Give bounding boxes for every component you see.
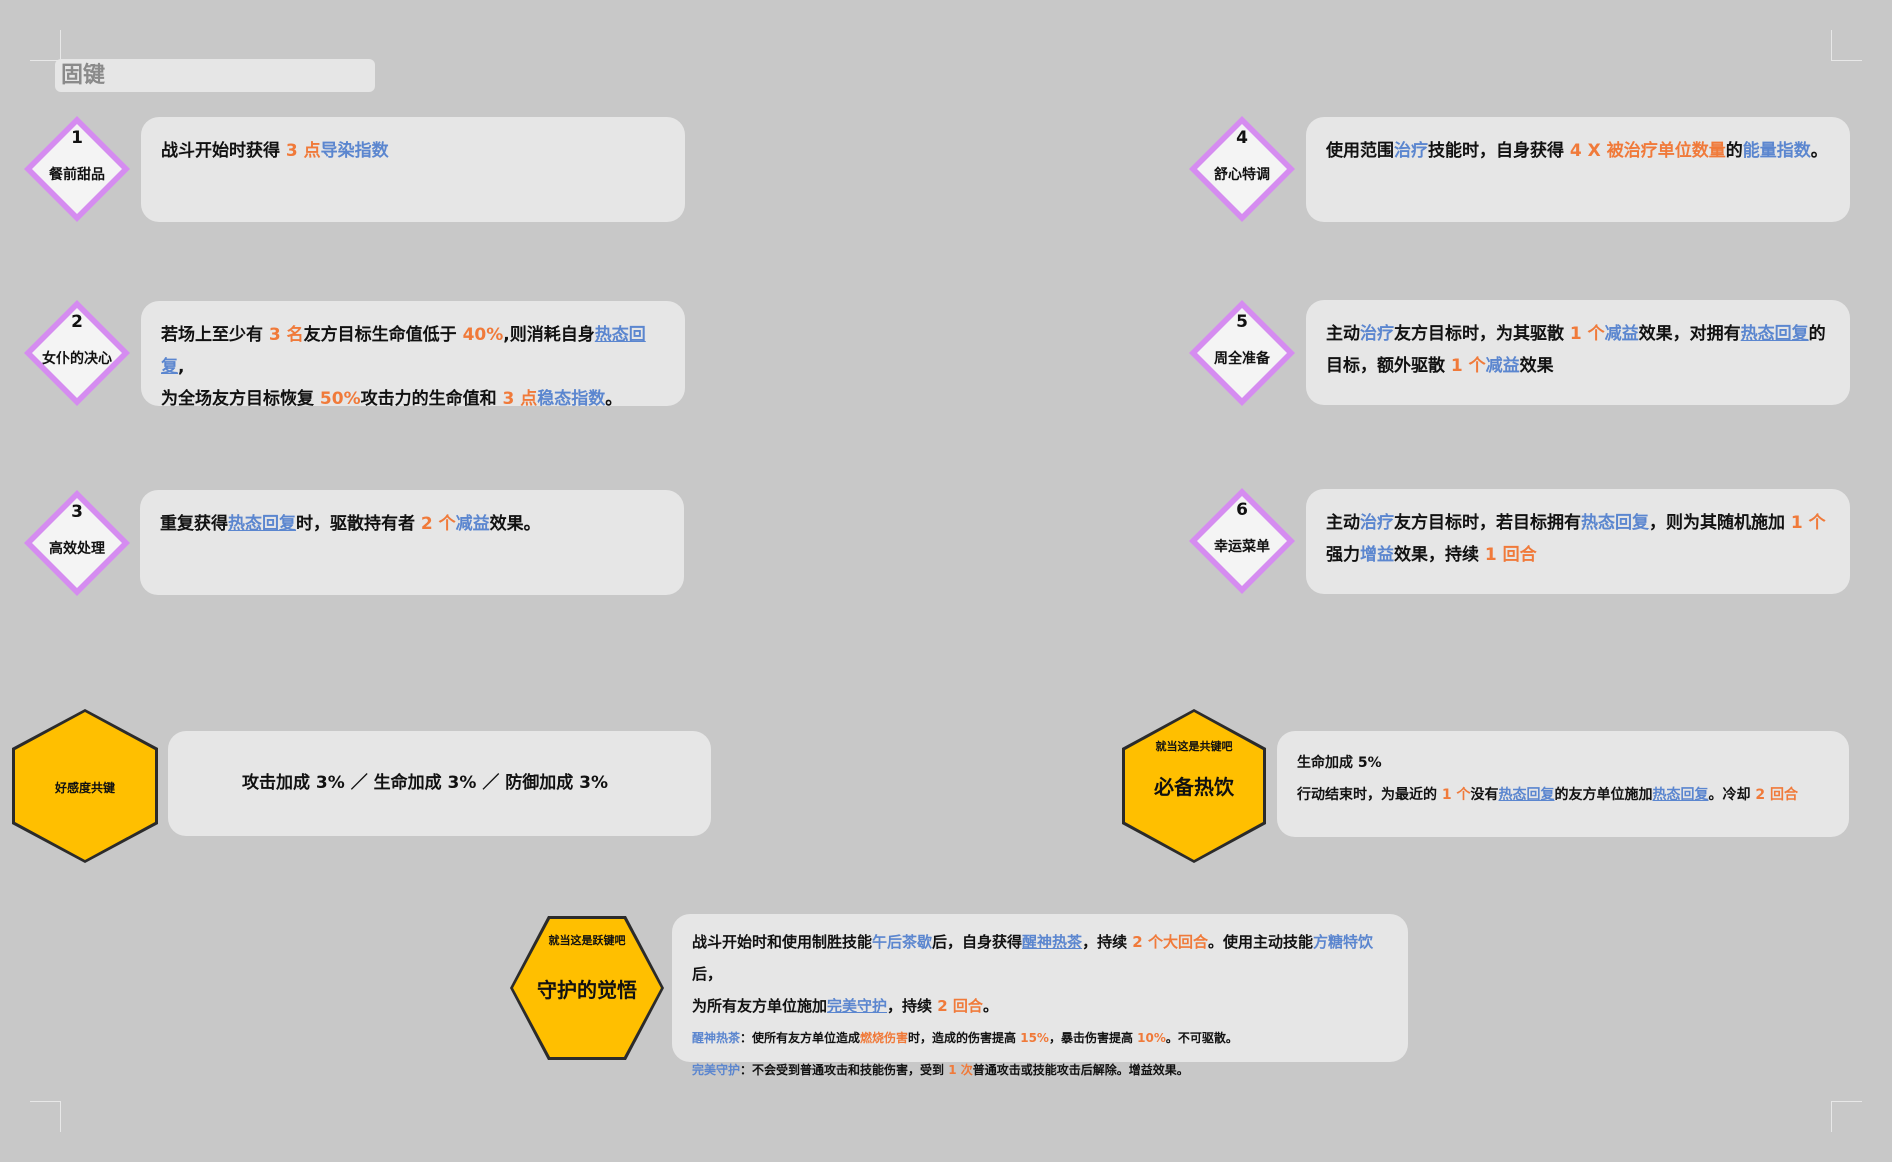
diamond-icon	[1189, 488, 1295, 594]
page-title: 固键	[55, 59, 375, 92]
hexagon-label: 好感度共键	[54, 781, 115, 795]
node-number: 5	[1236, 312, 1248, 332]
node-name: 舒心特调	[1214, 167, 1270, 183]
node-6: 6 幸运菜单	[1187, 486, 1297, 596]
drink-card: 生命加成 5% 行动结束时，为最近的 1 个没有热态回复的友方单位施加热态回复。…	[1277, 731, 1849, 837]
node-name: 幸运菜单	[1214, 539, 1270, 555]
hexagon-icon	[1122, 709, 1266, 863]
node-name: 周全准备	[1214, 351, 1270, 367]
node-4-description: 使用范围治疗技能时，自身获得 4 X 被治疗单位数量的能量指数。	[1306, 117, 1850, 222]
node-2-description: 若场上至少有 3 名友方目标生命值低于 40%,则消耗自身热态回复, 为全场友方…	[141, 301, 685, 409]
crop-mark	[1831, 30, 1862, 61]
guard-hexagon: 就当这是跃键吧 守护的觉悟	[508, 914, 666, 1062]
node-3-description: 重复获得热态回复时，驱散持有者 2 个减益效果。	[140, 490, 684, 595]
drink-hexagon: 就当这是共键吧 必备热饮	[1120, 707, 1268, 865]
hexagon-icon	[510, 916, 664, 1060]
crop-mark	[1831, 1101, 1862, 1132]
node-5-description: 主动治疗友方目标时，为其驱散 1 个减益效果，对拥有热态回复的 目标，额外驱散 …	[1306, 300, 1850, 405]
node-4: 4 舒心特调	[1187, 114, 1297, 224]
diamond-icon	[24, 490, 130, 596]
node-number: 6	[1236, 500, 1248, 520]
diamond-icon	[1189, 300, 1295, 406]
node-6-description: 主动治疗友方目标时，若目标拥有热态回复，则为其随机施加 1 个 强力增益效果，持…	[1306, 489, 1850, 594]
node-name: 高效处理	[49, 541, 105, 557]
hexagon-title: 必备热饮	[1154, 775, 1234, 799]
hexagon-subtitle: 就当这是跃键吧	[548, 934, 626, 947]
node-name: 女仆的决心	[42, 351, 112, 367]
node-number: 3	[71, 502, 83, 522]
node-1: 1 餐前甜品	[22, 114, 132, 224]
node-number: 4	[1236, 128, 1248, 148]
hexagon-icon	[12, 709, 158, 863]
affection-bonus-card: 攻击加成 3% ／ 生命加成 3% ／ 防御加成 3%	[168, 731, 711, 836]
diamond-icon	[24, 116, 130, 222]
node-2: 2 女仆的决心	[22, 298, 132, 408]
hexagon-subtitle: 就当这是共键吧	[1155, 740, 1233, 753]
node-3: 3 高效处理	[22, 488, 132, 598]
node-number: 1	[71, 128, 83, 148]
diamond-icon	[24, 300, 130, 406]
diamond-icon	[1189, 116, 1295, 222]
crop-mark	[30, 1101, 61, 1132]
node-5: 5 周全准备	[1187, 298, 1297, 408]
guard-card: 战斗开始时和使用制胜技能午后茶歇后，自身获得醒神热茶，持续 2 个大回合。使用主…	[672, 914, 1408, 1077]
node-1-description: 战斗开始时获得 3 点导染指数	[141, 117, 685, 222]
node-name: 餐前甜品	[49, 167, 105, 183]
hexagon-title: 守护的觉悟	[537, 978, 637, 1002]
crop-mark	[30, 30, 61, 61]
node-number: 2	[71, 312, 83, 332]
affection-hexagon: 好感度共键	[10, 707, 160, 865]
